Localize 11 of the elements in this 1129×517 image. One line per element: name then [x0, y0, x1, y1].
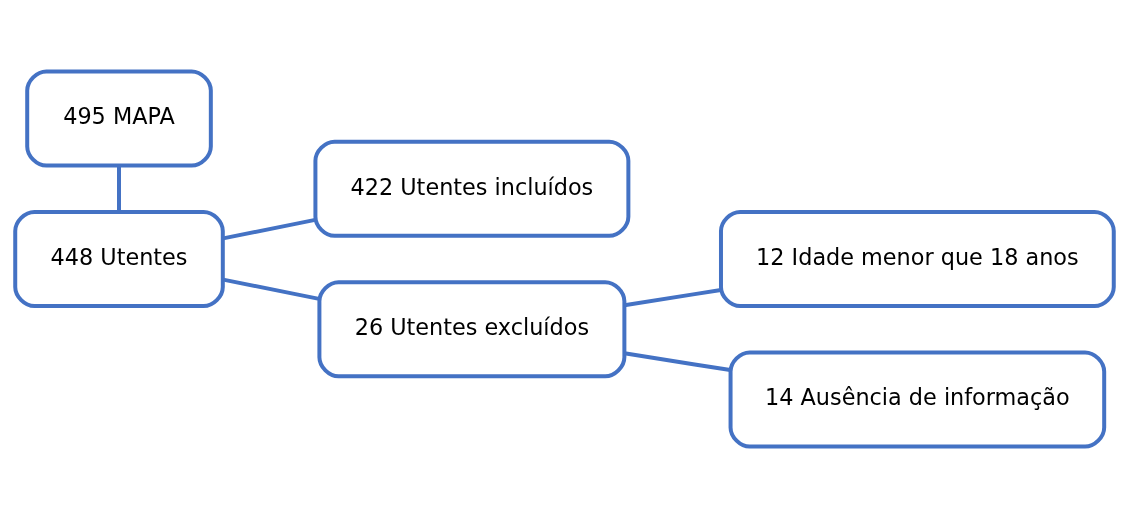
node-box: 448 Utentes [13, 209, 225, 308]
node-box: 26 Utentes excluídos [317, 279, 627, 378]
node-box: 422 Utentes incluídos [313, 139, 631, 238]
connector [624, 287, 722, 307]
connector [222, 217, 316, 240]
connector [222, 277, 320, 301]
node-box: 495 MAPA [25, 68, 213, 168]
connector [624, 350, 731, 372]
connector [117, 165, 121, 212]
node-box: 14 Ausência de informação [728, 349, 1107, 449]
node-box: 12 Idade menor que 18 anos [719, 209, 1116, 308]
